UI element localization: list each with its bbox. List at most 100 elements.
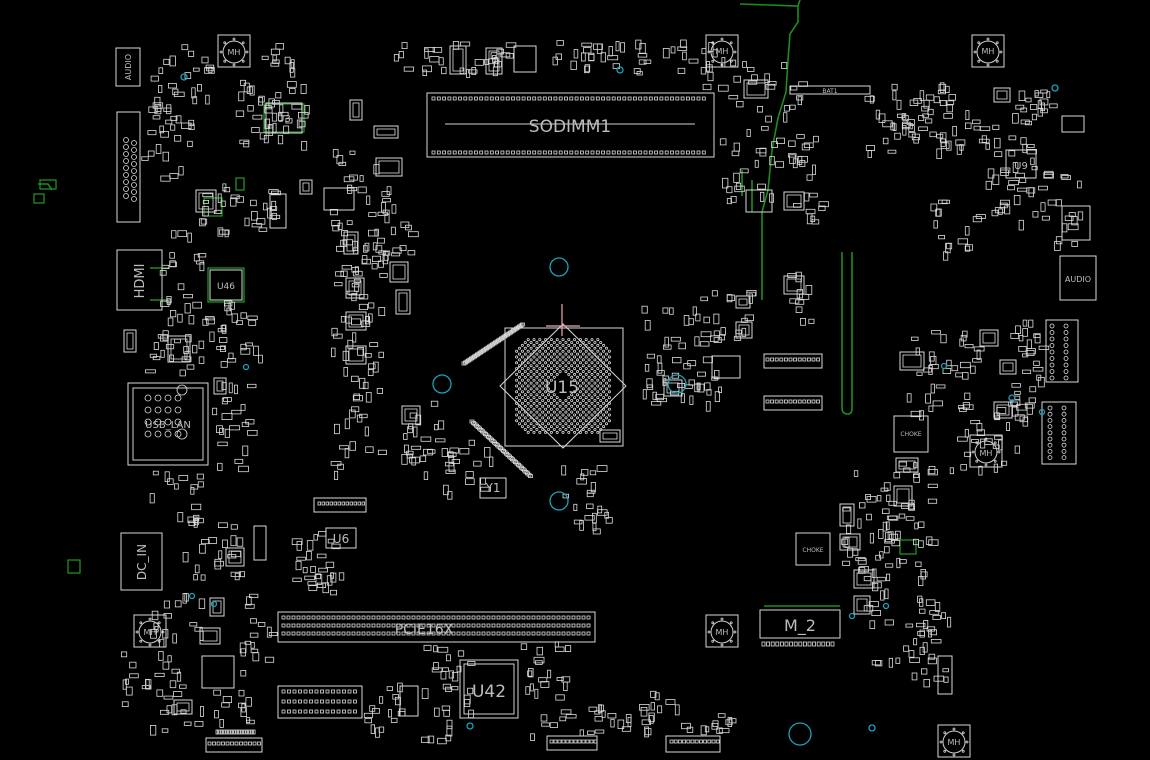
- smd-pad: [735, 182, 742, 190]
- bga-ball: [515, 361, 519, 365]
- bga-ball: [599, 340, 603, 344]
- smd-pad: [230, 571, 241, 577]
- bga-ball: [578, 419, 582, 423]
- bga-ball: [576, 340, 580, 344]
- sodimm-pin: [574, 150, 579, 155]
- smd-pad: [662, 307, 669, 314]
- smd-pad: [970, 365, 976, 374]
- pcie-pin: [371, 631, 376, 636]
- bga-ball: [541, 398, 545, 402]
- smd-pad: [878, 113, 886, 123]
- pcie-pin: [406, 623, 411, 628]
- pcie-pin: [381, 615, 386, 620]
- smd-pad: [681, 722, 691, 730]
- smd-pad: [935, 384, 946, 389]
- header-pin: [811, 399, 816, 404]
- smd-pad: [379, 272, 388, 278]
- sodimm-pin: [611, 96, 616, 101]
- pcie-pin: [476, 615, 481, 620]
- ic-outline: [345, 277, 365, 299]
- bga-ball: [535, 398, 539, 402]
- bga-ball: [573, 419, 577, 423]
- bga-ball: [573, 396, 577, 400]
- smd-pad: [331, 543, 341, 550]
- smd-pad: [601, 710, 606, 718]
- smd-pad: [927, 657, 937, 665]
- smd-pad: [1013, 194, 1021, 206]
- bga-ball: [541, 352, 545, 356]
- bga-ball: [602, 413, 606, 417]
- bga-ball: [599, 364, 603, 368]
- jack-pin: [1049, 349, 1055, 355]
- smd-pad: [266, 626, 272, 638]
- smd-pad: [965, 244, 973, 251]
- smd-pad: [152, 102, 164, 109]
- silkscreen-layer: [115, 45, 1097, 753]
- mounting-hole-via: [961, 731, 965, 735]
- smd-pad: [219, 337, 228, 343]
- pcie-pin: [521, 631, 526, 636]
- smd-pad: [1008, 401, 1018, 407]
- smd-pad: [909, 657, 921, 663]
- bga-ball: [584, 355, 588, 359]
- smd-pad: [193, 574, 198, 581]
- smd-pad: [607, 55, 619, 61]
- sodimm-pin: [495, 150, 500, 155]
- smd-pad: [217, 227, 224, 237]
- smd-pad: [920, 571, 928, 578]
- smd-pad: [191, 503, 202, 511]
- smd-pad: [271, 212, 277, 220]
- smd-pad: [167, 655, 172, 663]
- bga-ball: [520, 401, 524, 405]
- smd-pad: [706, 389, 712, 396]
- smd-pad: [1006, 422, 1010, 432]
- pcie-pin: [401, 631, 406, 636]
- smd-pad: [250, 199, 257, 207]
- smd-pad: [700, 725, 707, 736]
- smd-pad: [361, 255, 368, 264]
- jack-pin: [1047, 455, 1053, 461]
- pcie-pin: [441, 631, 446, 636]
- bga-ball: [593, 358, 597, 362]
- smd-pad: [363, 245, 368, 253]
- smd-pad: [162, 661, 170, 670]
- bga-ball: [573, 367, 577, 371]
- smd-pad: [307, 581, 317, 586]
- breakout-pad: [484, 346, 489, 351]
- pcie-pin: [426, 631, 431, 636]
- smd-pad: [923, 99, 930, 109]
- bga-ball: [526, 413, 530, 417]
- bga-ball: [599, 375, 603, 379]
- bga-ball: [558, 340, 562, 344]
- bga-ball: [558, 369, 562, 373]
- smd-pad: [217, 462, 223, 471]
- bga-ball: [584, 396, 588, 400]
- smd-pad: [166, 298, 171, 305]
- smd-pad: [141, 156, 149, 161]
- bga-ball: [607, 390, 611, 394]
- bga-ball: [518, 416, 522, 420]
- smd-pad: [194, 721, 204, 727]
- smd-pad: [352, 332, 357, 343]
- smd-pad: [1012, 113, 1019, 124]
- smd-pad: [343, 176, 355, 183]
- mounting-hole-via: [720, 37, 724, 41]
- smd-pad: [594, 716, 603, 722]
- smd-pad: [760, 191, 765, 202]
- smd-pad: [771, 141, 778, 148]
- breakout-pad: [508, 330, 513, 335]
- bga-ball: [552, 427, 556, 431]
- smd-pad: [697, 383, 705, 393]
- smd-pad: [230, 524, 238, 530]
- bga-ball: [602, 367, 606, 371]
- smd-pad: [876, 495, 882, 502]
- bga-ball: [541, 381, 545, 385]
- pcie-slot-outline: [277, 611, 596, 643]
- bga-ball: [570, 416, 574, 420]
- jack-pin: [131, 175, 137, 181]
- header-pin: [565, 739, 570, 744]
- bga-ball: [587, 387, 591, 391]
- mounting-hole-via: [975, 441, 979, 445]
- mounting-hole-ring: [138, 620, 162, 644]
- smd-pad: [465, 478, 475, 486]
